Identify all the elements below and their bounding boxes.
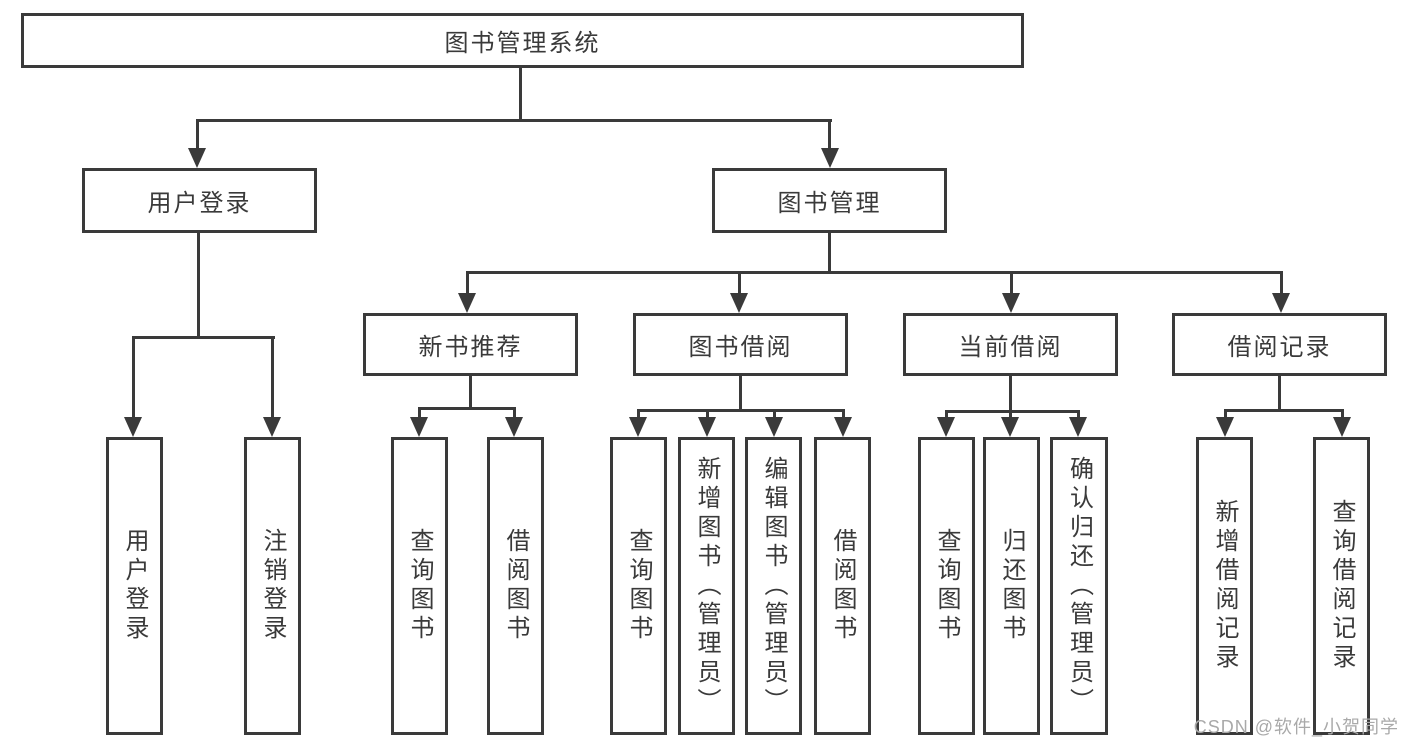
node-library-system-label: 图书管理系统	[444, 30, 601, 57]
connector-newbooks-d2	[513, 407, 516, 419]
connector-sec3-drop	[1010, 271, 1013, 295]
connector-root-stem	[519, 68, 522, 121]
leaf-cb-return-books-label: 归还图书	[998, 528, 1025, 644]
node-borrow-records-label: 借阅记录	[1227, 334, 1332, 361]
connector-sec4-drop	[1280, 271, 1283, 295]
connector-book-drop	[828, 119, 831, 150]
connector-book-bar	[466, 271, 1283, 274]
connector-bookborrow-stem	[739, 376, 742, 411]
connector-sec1-drop	[466, 271, 469, 295]
connector-current-d3	[1077, 410, 1080, 419]
node-book-management-label: 图书管理	[777, 190, 882, 217]
connector-records-d2	[1341, 409, 1344, 419]
leaf-br-query-record: 查询借阅记录	[1313, 437, 1370, 735]
connector-bookborrow-d4	[842, 409, 845, 419]
leaf-user-login-label: 用户登录	[121, 528, 148, 644]
arrow-bb-borrow	[834, 417, 852, 437]
leaf-br-query-record-label: 查询借阅记录	[1328, 499, 1355, 673]
csdn-watermark: CSDN @软件_小贺同学	[1193, 717, 1399, 737]
leaf-cb-query-books: 查询图书	[918, 437, 975, 735]
arrow-nb-query	[410, 417, 428, 437]
node-book-borrow: 图书借阅	[633, 313, 848, 376]
leaf-nb-borrow-books-label: 借阅图书	[502, 528, 529, 644]
arrow-to-book-borrow	[730, 293, 748, 313]
connector-newbooks-d1	[418, 407, 421, 419]
node-user-login: 用户登录	[82, 168, 317, 233]
connector-records-d1	[1224, 409, 1227, 419]
arrow-to-borrow-records	[1272, 293, 1290, 313]
connector-current-d2	[1009, 410, 1012, 419]
node-library-system: 图书管理系统	[21, 13, 1024, 68]
leaf-bb-edit-books-admin: 编辑图书（管理员）	[745, 437, 802, 735]
connector-records-bar	[1224, 409, 1344, 412]
leaf-cb-confirm-return-admin-label: 确认归还（管理员）	[1065, 455, 1093, 717]
connector-records-stem	[1278, 376, 1281, 411]
connector-bookborrow-d1	[637, 409, 640, 419]
arrow-cb-return	[1001, 417, 1019, 437]
arrow-to-user-login	[188, 148, 206, 168]
arrow-nb-borrow	[505, 417, 523, 437]
connector-user-stem	[197, 233, 200, 338]
leaf-cb-confirm-return-admin: 确认归还（管理员）	[1050, 437, 1108, 735]
leaf-bb-query-books-label: 查询图书	[625, 528, 652, 644]
connector-bookborrow-d3	[773, 409, 776, 419]
arrow-br-add	[1216, 417, 1234, 437]
leaf-cb-query-books-label: 查询图书	[933, 528, 960, 644]
leaf-nb-query-books-label: 查询图书	[406, 528, 433, 644]
connector-newbooks-bar	[418, 407, 516, 410]
arrow-to-logout-leaf	[263, 417, 281, 437]
arrow-bb-query	[629, 417, 647, 437]
leaf-br-add-record: 新增借阅记录	[1196, 437, 1253, 735]
leaf-bb-query-books: 查询图书	[610, 437, 667, 735]
connector-bookborrow-d2	[706, 409, 709, 419]
leaf-bb-add-books-admin: 新增图书（管理员）	[678, 437, 735, 735]
leaf-bb-borrow-books: 借阅图书	[814, 437, 871, 735]
connector-current-stem	[1009, 376, 1012, 412]
node-user-login-label: 用户登录	[147, 190, 252, 217]
arrow-to-new-books	[458, 293, 476, 313]
connector-user-leaf1-drop	[132, 336, 135, 418]
leaf-user-login: 用户登录	[106, 437, 163, 735]
connector-user-bar	[132, 336, 275, 339]
arrow-to-login-leaf	[124, 417, 142, 437]
connector-bookborrow-bar	[637, 409, 845, 412]
connector-user-drop	[196, 119, 199, 150]
node-new-books-label: 新书推荐	[418, 334, 523, 361]
connector-sec2-drop	[738, 271, 741, 295]
node-borrow-records: 借阅记录	[1172, 313, 1387, 376]
leaf-cb-return-books: 归还图书	[983, 437, 1040, 735]
node-current-borrow: 当前借阅	[903, 313, 1118, 376]
leaf-bb-borrow-books-label: 借阅图书	[829, 528, 856, 644]
leaf-br-add-record-label: 新增借阅记录	[1211, 499, 1238, 673]
leaf-logout-label: 注销登录	[259, 528, 286, 644]
arrow-br-query	[1333, 417, 1351, 437]
connector-root-bar	[196, 119, 832, 122]
arrow-cb-query	[937, 417, 955, 437]
connector-book-stem	[828, 233, 831, 273]
arrow-bb-add	[698, 417, 716, 437]
leaf-nb-borrow-books: 借阅图书	[487, 437, 544, 735]
connector-newbooks-stem	[469, 376, 472, 409]
node-current-borrow-label: 当前借阅	[958, 334, 1063, 361]
leaf-bb-add-books-admin-label: 新增图书（管理员）	[693, 455, 720, 717]
node-book-borrow-label: 图书借阅	[688, 334, 793, 361]
leaf-nb-query-books: 查询图书	[391, 437, 448, 735]
node-book-management: 图书管理	[712, 168, 947, 233]
arrow-cb-confirm	[1069, 417, 1087, 437]
connector-current-bar	[945, 410, 1080, 413]
leaf-logout: 注销登录	[244, 437, 301, 735]
arrow-bb-edit	[765, 417, 783, 437]
node-new-books: 新书推荐	[363, 313, 578, 376]
arrow-to-current-borrow	[1002, 293, 1020, 313]
connector-current-d1	[945, 410, 948, 419]
connector-user-leaf2-drop	[271, 336, 274, 418]
leaf-bb-edit-books-admin-label: 编辑图书（管理员）	[760, 455, 787, 717]
arrow-to-book-management	[821, 148, 839, 168]
